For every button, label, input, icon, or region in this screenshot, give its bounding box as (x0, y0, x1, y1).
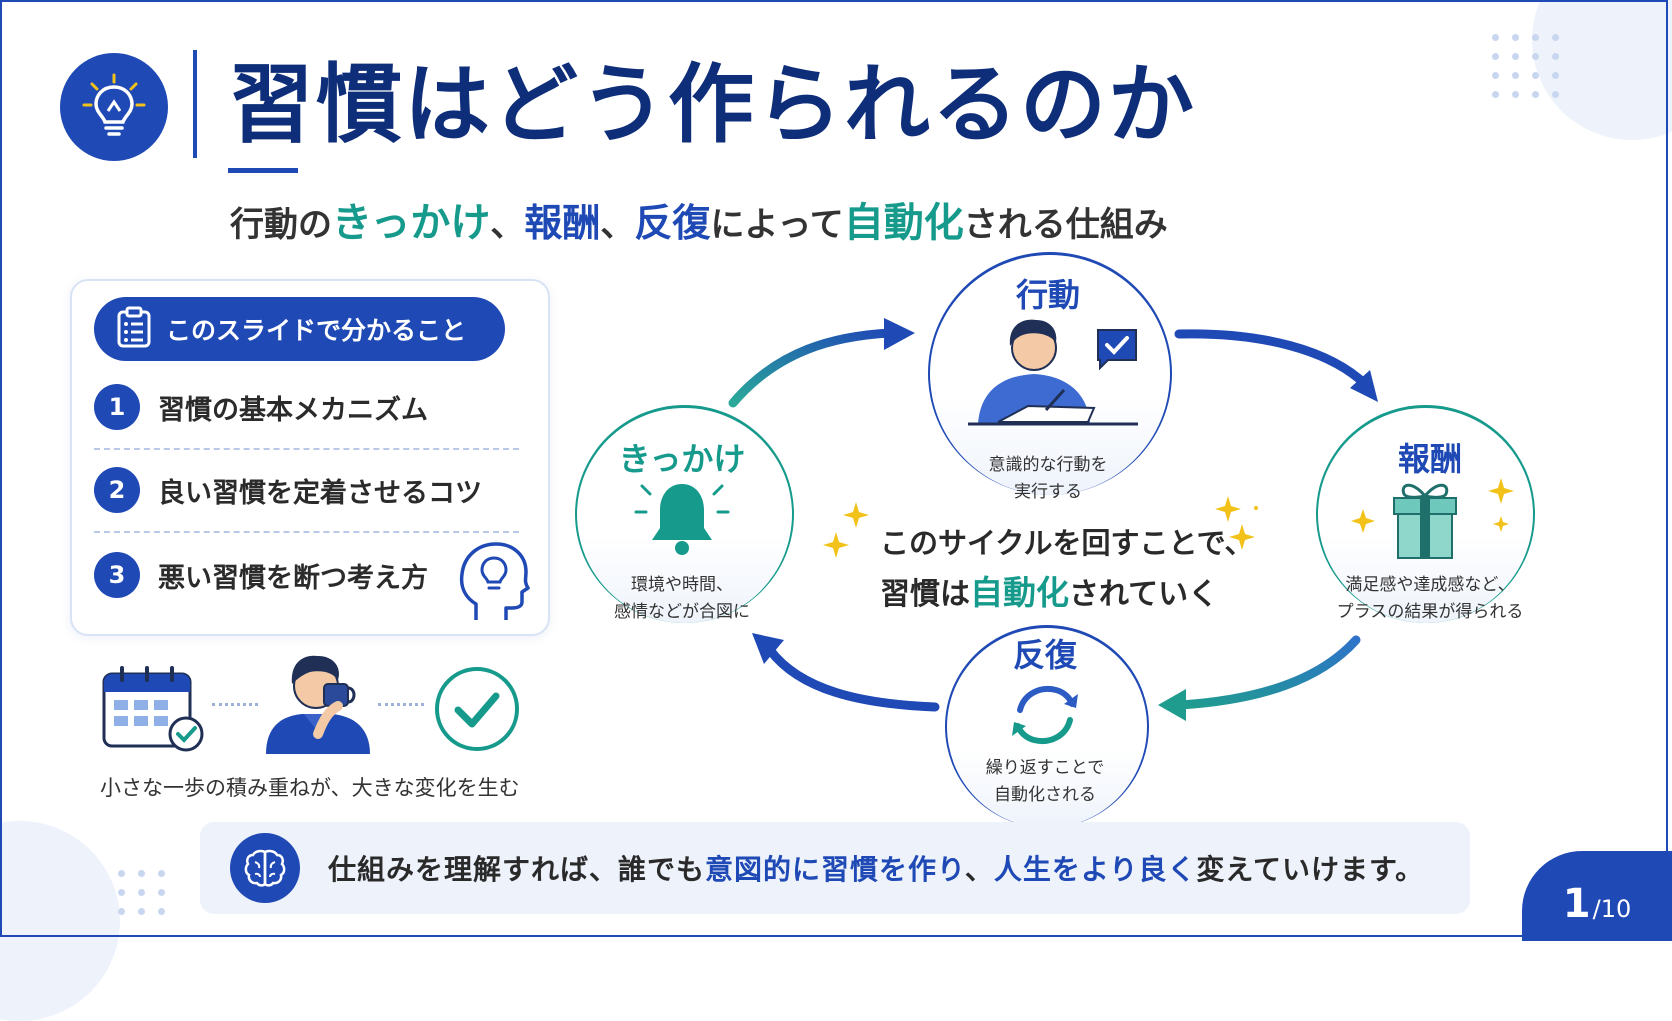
subtitle-keyword: 報酬 (524, 201, 601, 245)
head-bulb-icon (456, 540, 532, 628)
conclusion-part: 変えていけます。 (1196, 853, 1425, 886)
summary-item: 3 悪い習慣を断つ考え方 (94, 552, 428, 598)
node-desc: 意識的な行動を 実行する (948, 452, 1148, 506)
page-current: 1 (1562, 881, 1591, 927)
gift-icon (1350, 476, 1500, 570)
center-line: このサイクルを回すことで、 (880, 526, 1254, 560)
conclusion-keyword: 意図的に習慣を作り (705, 853, 965, 886)
subtitle-text: 、 (600, 205, 635, 245)
page-title: 習慣はどう作られるのか (228, 55, 1196, 155)
conclusion-bar: 仕組みを理解すれば、誰でも意図的に習慣を作り、人生をより良く変えていけます。 (200, 822, 1470, 914)
page-number-badge: 1/10 (1522, 851, 1672, 941)
page-subtitle: 行動のきっかけ、報酬、反復によって自動化される仕組み (230, 190, 1168, 248)
title-divider (193, 50, 197, 158)
lightbulb-icon (60, 53, 168, 161)
node-label: 反復 (1012, 636, 1077, 674)
node-desc-line: プラスの結果が得られる (1336, 602, 1524, 622)
slide-frame (0, 0, 1668, 937)
node-desc: 環境や時間、 感情などが合図に (582, 572, 782, 626)
strip-caption: 小さな一歩の積み重ねが、大きな変化を生む (100, 776, 520, 800)
chat-check-icon (1094, 326, 1140, 376)
arrow-head (1350, 370, 1378, 402)
sparkle-icon (1486, 476, 1516, 540)
conclusion-part: 、 (964, 853, 994, 886)
cycle-arrows (728, 318, 1378, 721)
arrow-head (1158, 689, 1186, 721)
dotted-connector (212, 703, 258, 706)
conclusion-keyword: 人生をより良く (993, 853, 1197, 886)
center-line: 習慣は自動化されていく (880, 566, 1254, 614)
arrow-trigger-to-action (728, 328, 895, 408)
node-desc: 繰り返すことで 自動化される (945, 755, 1145, 809)
bell-icon (632, 478, 732, 566)
calendar-icon (100, 664, 210, 758)
dot-pattern (1492, 34, 1560, 98)
subtitle-text: によって (710, 205, 844, 245)
node-desc-line: 満足感や達成感など、 (1345, 575, 1515, 595)
person-drinking-icon (258, 648, 378, 758)
conclusion-part: 仕組みを理解すれば、誰でも (328, 853, 706, 886)
divider (94, 448, 519, 450)
sparkle-icon (1350, 508, 1376, 538)
node-desc: 満足感や達成感など、 プラスの結果が得られる (1330, 572, 1530, 626)
arrow-action-to-reward (1174, 329, 1371, 390)
item-label: 習慣の基本メカニズム (158, 394, 428, 426)
subtitle-keyword: 反復 (634, 201, 711, 245)
center-keyword: 自動化 (970, 573, 1069, 612)
check-circle-icon (432, 664, 522, 758)
subtitle-text: 、 (490, 205, 525, 245)
item-number: 2 (94, 467, 140, 513)
node-desc-line: 感情などが合図に (614, 602, 750, 622)
arrow-repeat-to-trigger (765, 645, 940, 712)
node-desc-line: 実行する (1014, 482, 1082, 502)
arrow-reward-to-repeat (1175, 635, 1361, 710)
node-label: 行動 (1015, 276, 1080, 314)
page-total: /10 (1592, 895, 1632, 923)
node-label: きっかけ (618, 440, 746, 478)
cycle-node-action (928, 252, 1172, 495)
item-label: 良い習慣を定着させるコツ (158, 477, 482, 509)
node-desc-line: 意識的な行動を (988, 455, 1108, 475)
item-label: 悪い習慣を断つ考え方 (158, 562, 428, 594)
summary-heading: このスライドで分かること (94, 297, 505, 361)
title-underline (228, 168, 298, 173)
item-number: 3 (94, 552, 140, 598)
node-desc-line: 繰り返すことで (985, 758, 1105, 778)
summary-item: 2 良い習慣を定着させるコツ (94, 467, 482, 513)
subtitle-text: 行動の (230, 205, 332, 245)
arrow-head (884, 318, 915, 350)
brain-icon (230, 833, 300, 903)
conclusion-text: 仕組みを理解すれば、誰でも意図的に習慣を作り、人生をより良く変えていけます。 (328, 848, 1424, 888)
sparkle-icon (822, 500, 874, 564)
cycle-node-repeat (945, 625, 1149, 828)
dotted-connector (378, 703, 424, 706)
summary-item: 1 習慣の基本メカニズム (94, 384, 428, 430)
arrow-head (752, 633, 784, 664)
sparkle-icon (1214, 494, 1260, 558)
person-writing-icon (968, 310, 1138, 439)
subtitle-keyword: 自動化 (843, 200, 964, 246)
subtitle-keyword: きっかけ (332, 200, 491, 246)
subtitle-text: される仕組み (963, 205, 1168, 245)
dot-pattern (118, 870, 166, 915)
item-number: 1 (94, 384, 140, 430)
summary-heading-label: このスライドで分かること (166, 316, 467, 345)
center-text: 習慣は (880, 577, 970, 612)
refresh-cycle-icon (1000, 680, 1090, 754)
center-text: されていく (1069, 577, 1219, 612)
clipboard-icon (116, 306, 152, 352)
divider (94, 531, 519, 533)
node-desc-line: 環境や時間、 (631, 575, 733, 595)
node-desc-line: 自動化される (994, 785, 1096, 805)
node-label: 報酬 (1397, 440, 1462, 478)
cycle-center-message: このサイクルを回すことで、 習慣は自動化されていく (880, 520, 1254, 614)
